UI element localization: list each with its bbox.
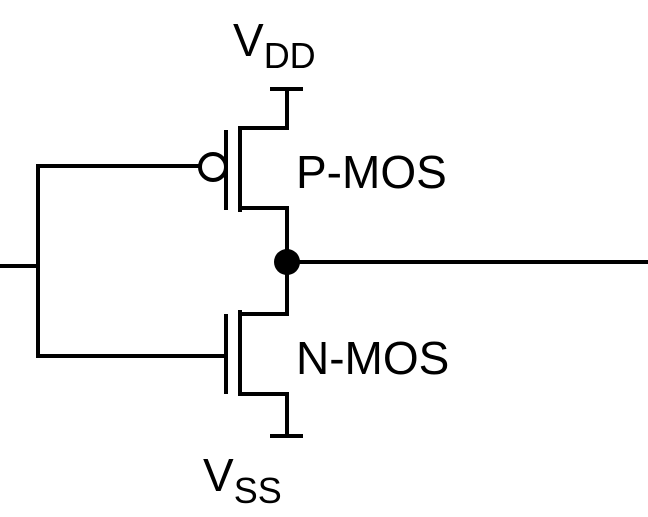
nmos-label: N-MOS (296, 332, 449, 384)
pmos-source (238, 88, 289, 130)
pmos-label: P-MOS (296, 146, 447, 198)
vss-label: VSS (203, 449, 282, 511)
pmos-gate-bubble (198, 152, 228, 182)
vdd-label-main: V (233, 14, 264, 66)
vdd-label-sub: DD (264, 35, 316, 76)
vss-label-sub: SS (234, 470, 282, 511)
vdd-label: VDD (233, 14, 316, 76)
pmos-drain (238, 206, 289, 262)
nmos-source (238, 392, 289, 436)
nmos-drain (238, 262, 289, 316)
vss-label-main: V (203, 449, 234, 501)
output-junction-dot (274, 249, 300, 275)
